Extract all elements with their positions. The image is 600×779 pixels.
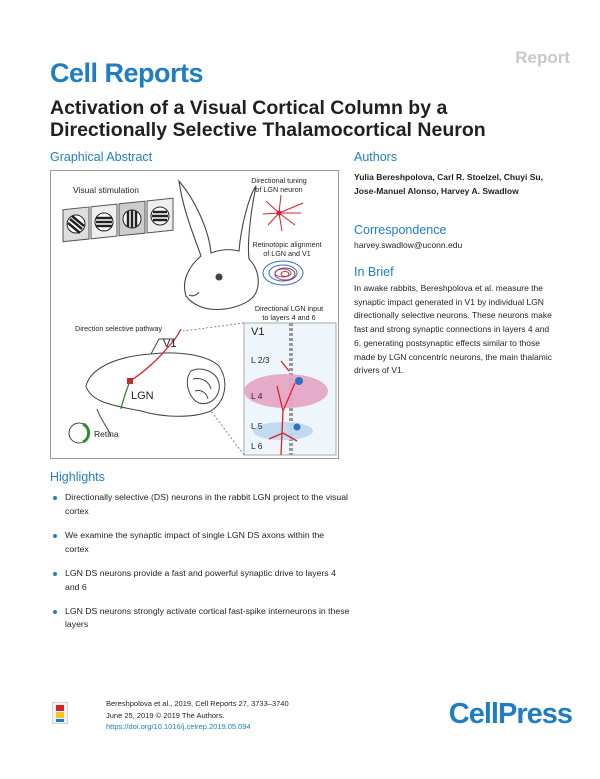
highlights-heading: Highlights [50,470,105,484]
label-visual-stimulation: Visual stimulation [73,185,139,195]
highlights-list: Directionally selective (DS) neurons in … [50,491,350,643]
footer-citation-block: Bereshpolova et al., 2019, Cell Reports … [106,698,289,733]
date-line: June 25, 2019 © 2019 The Authors. [106,710,225,720]
correspondence-heading: Correspondence [354,223,447,237]
citation-line: Bereshpolova et al., 2019, Cell Reports … [106,699,289,708]
in-brief-text: In awake rabbits, Bereshpolova et al. me… [354,283,552,376]
label-retinotopic-1: Retinotopic alignment [252,240,321,249]
bullet-icon [53,533,57,538]
eye-retina-icon [68,422,91,444]
graphical-abstract-svg: Visual stimulation Directional tuning of… [62,176,337,456]
highlight-item: LGN DS neurons strongly activate cortica… [50,605,350,632]
grating-stimuli [62,197,174,243]
crossmark-icon[interactable] [52,702,68,724]
highlight-item: We examine the synaptic impact of single… [50,529,350,556]
label-v1-column: V1 [251,326,264,338]
polar-tuning-plot [262,194,304,232]
authors-heading: Authors [354,150,398,164]
label-layer-23: L 2/3 [251,355,270,365]
label-layer-6: L 6 [251,441,263,451]
label-layer-4: L 4 [251,391,263,401]
highlight-item: LGN DS neurons provide a fast and powerf… [50,567,350,594]
graphical-abstract-heading: Graphical Abstract [50,150,153,164]
label-layer-5: L 5 [251,421,263,431]
label-directional-tuning-2: of LGN neuron [255,185,302,194]
bullet-icon [53,496,57,500]
rabbit-brain-drawing [85,338,226,437]
doi-link[interactable]: https://doi.org/10.1016/j.celrep.2019.05… [106,722,251,731]
receptive-field-contours [262,260,304,286]
label-directional-tuning-1: Directional tuning [251,176,307,185]
label-pathway: Direction selective pathway [75,324,162,333]
in-brief-heading: In Brief [354,265,394,279]
graphical-abstract-figure: Visual stimulation Directional tuning of… [50,170,339,459]
cellpress-logo: CellPress [448,698,573,730]
journal-name: Cell Reports [50,58,204,88]
lgn-projection [120,328,182,410]
correspondence-email-link[interactable]: harvey.swadlow@uconn.edu [354,240,463,250]
bullet-icon [53,609,57,614]
cortical-column [182,322,337,456]
label-dir-input-1: Directional LGN input [255,304,323,313]
label-v1-brain: V1 [163,338,176,350]
label-retina: Retina [94,429,119,439]
report-tag: Report [515,48,570,67]
article-title: Activation of a Visual Cortical Column b… [50,97,486,141]
label-lgn: LGN [131,390,154,402]
highlight-item: Directionally selective (DS) neurons in … [50,491,350,518]
label-dir-input-2: to layers 4 and 6 [262,313,315,322]
label-retinotopic-2: of LGN and V1 [263,249,311,258]
bullet-icon [53,571,57,576]
rabbit-head-drawing [178,179,259,310]
authors-list: Yulia Bereshpolova, Carl R. Stoelzel, Ch… [354,172,543,196]
